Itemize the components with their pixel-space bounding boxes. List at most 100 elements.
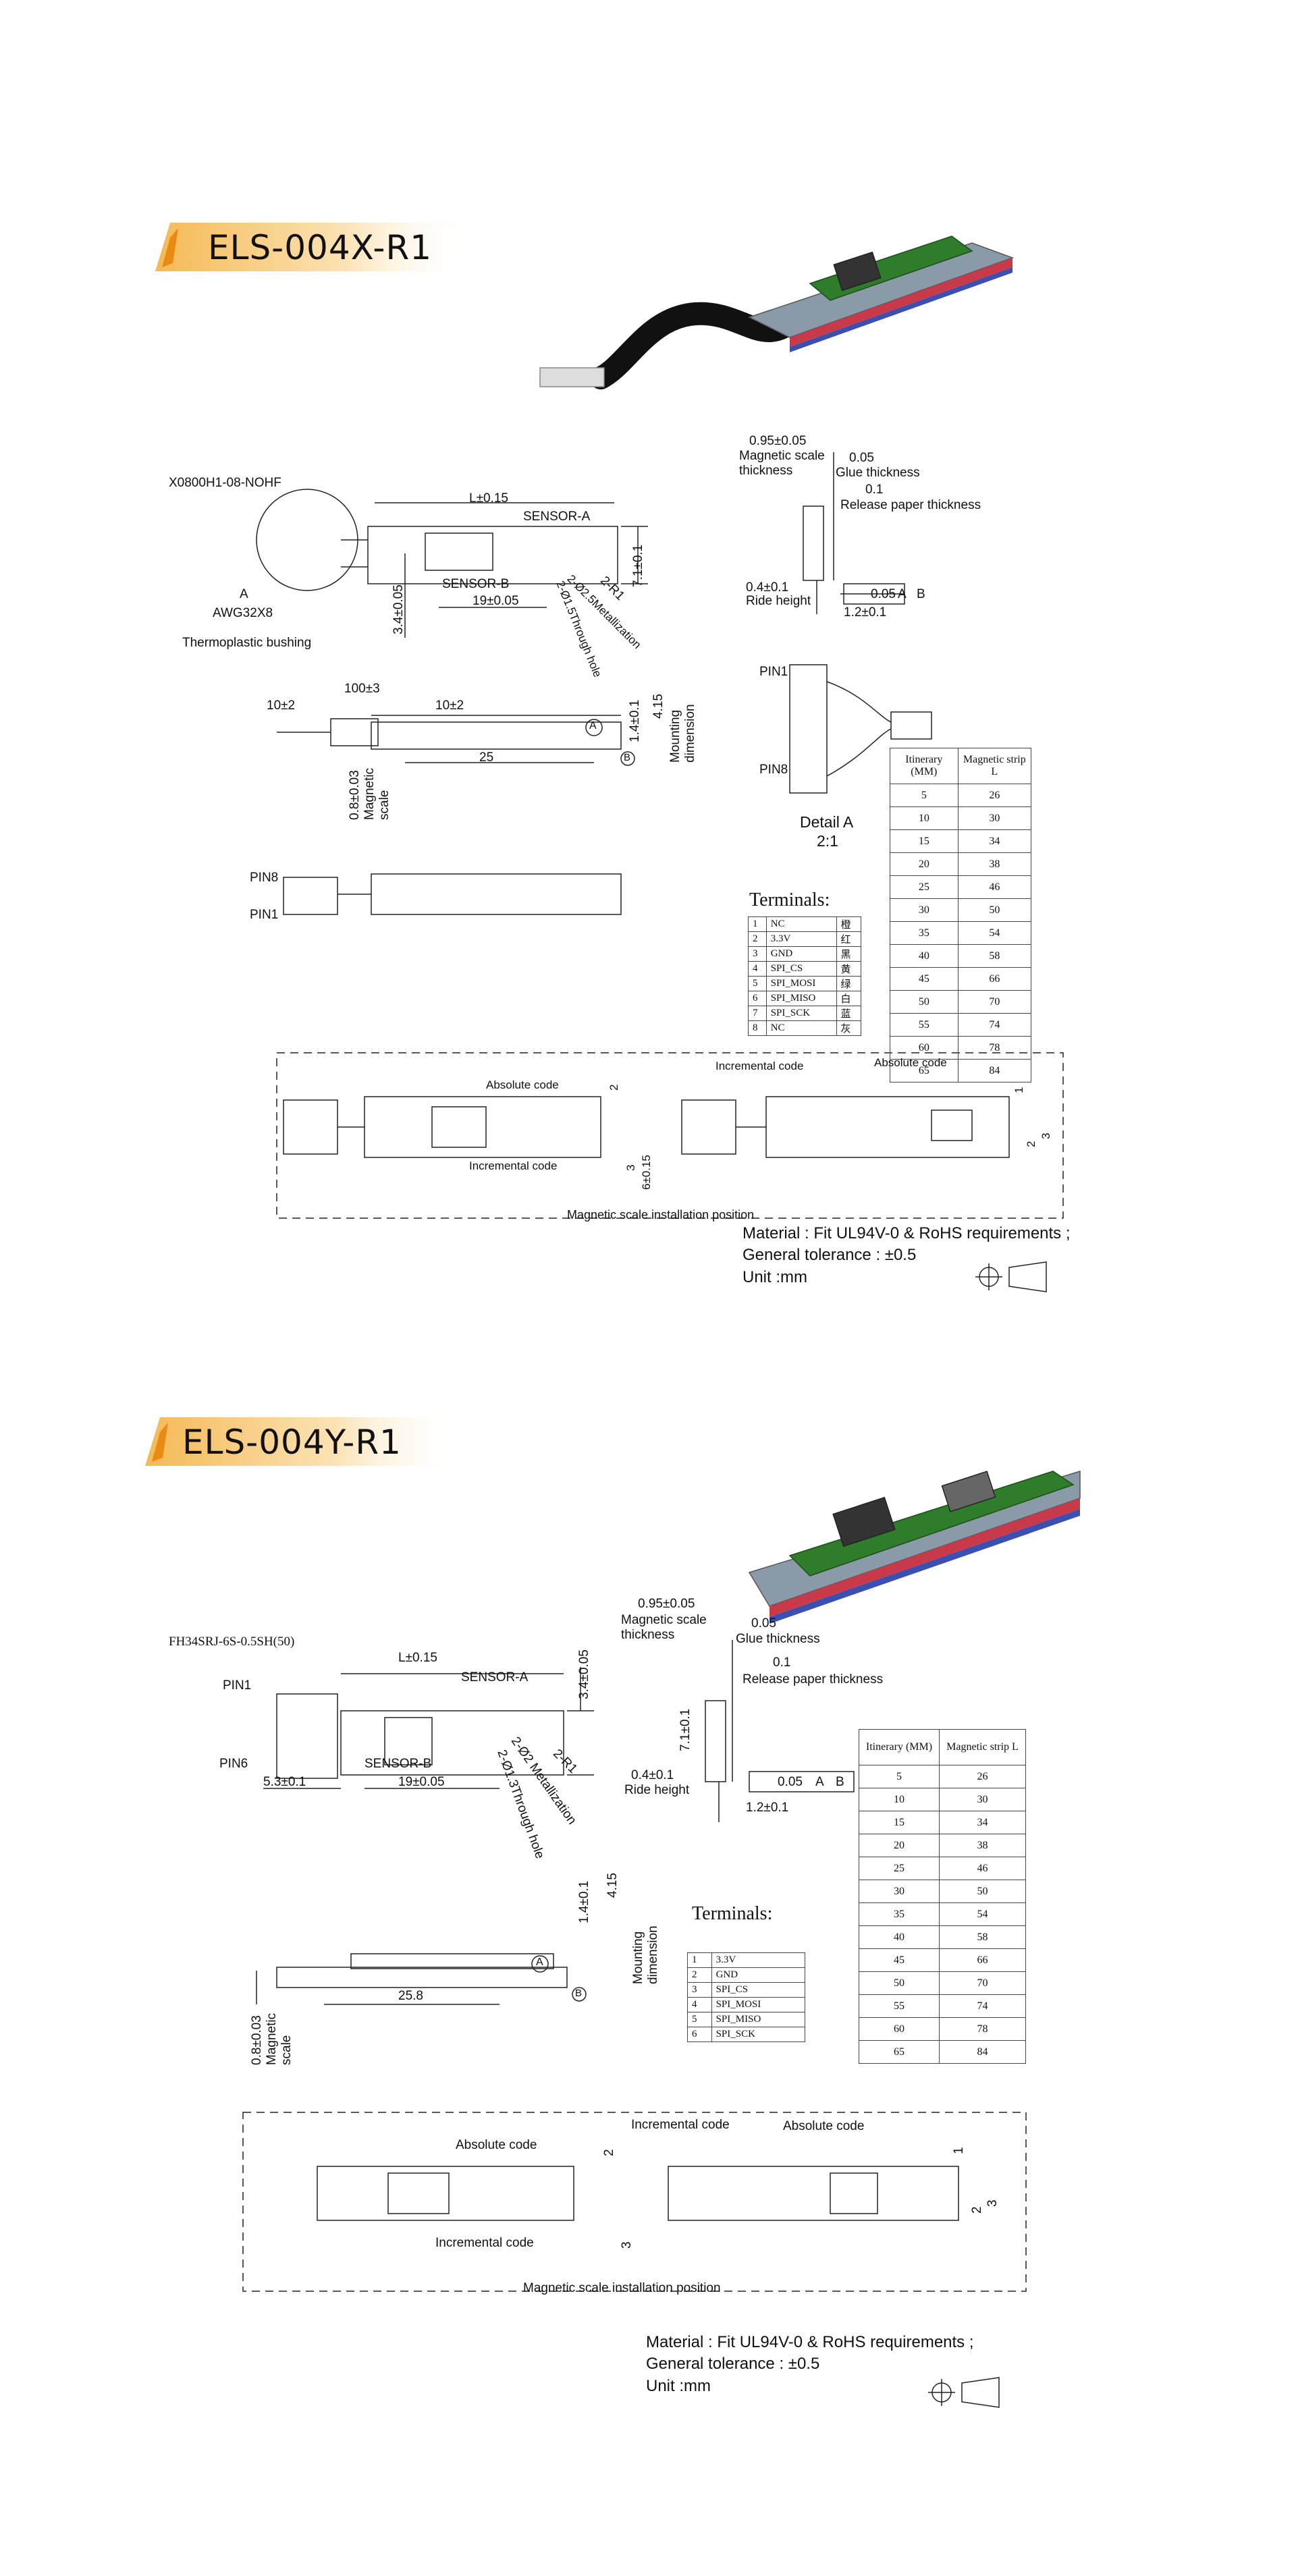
table-cell: 7 (748, 1006, 767, 1021)
terminals-title: Terminals: (692, 1903, 773, 1924)
install-dim-3b: 3 (1040, 1132, 1052, 1139)
table-cell: 58 (957, 944, 1032, 968)
dim-7-1: 7.1±0.1 (631, 544, 645, 587)
col-itinerary: Itinerary (MM) (890, 748, 959, 784)
thickness-12: 1.2±0.1 (844, 605, 887, 620)
table-cell: 65 (859, 2040, 940, 2064)
circle-marker-a: A (589, 720, 597, 732)
table-cell: 2 (748, 931, 767, 947)
table-cell: 26 (957, 784, 1032, 807)
table-cell: 15 (890, 829, 959, 853)
circle-marker-a: A (536, 1956, 543, 1968)
table-cell: 10 (890, 806, 959, 830)
table-cell: 34 (938, 1811, 1027, 1834)
install-absolute-code-2: Absolute code (874, 1056, 947, 1069)
table-cell: 8 (748, 1020, 767, 1036)
dim-sensor-b: SENSOR-B (364, 1757, 432, 1771)
unit-line: Unit :mm (742, 1267, 807, 1286)
detail-a-label: Detail A (800, 813, 854, 831)
table-cell: SPI_CS (765, 961, 837, 977)
table-cell: 66 (938, 1948, 1027, 1972)
dim-4-15: 4.15 (605, 1873, 620, 1898)
table-cell: 6 (748, 991, 767, 1006)
tolerance-line: General tolerance : ±0.5 (742, 1246, 917, 1265)
dim-sensor-a: SENSOR-A (461, 1670, 529, 1684)
dim-4-15: 4.15 (651, 694, 666, 719)
release-label: Release paper thickness (742, 1672, 884, 1687)
install-absolute-code-2: Absolute code (783, 2119, 865, 2133)
dim-25-8: 25.8 (398, 1989, 423, 2003)
table-cell: SPI_SCK (765, 1006, 837, 1021)
thickness-04: 0.4±0.1 (746, 580, 789, 595)
col-strip: Magnetic strip L (957, 748, 1032, 784)
product-render-x (539, 236, 1015, 389)
table-cell: 78 (938, 2017, 1027, 2041)
table-cell: 34 (957, 829, 1032, 853)
table-cell: 4 (687, 1997, 712, 2012)
table-cell: 50 (859, 1971, 940, 1995)
table-cell: SPI_MOSI (711, 1997, 806, 2012)
dim-sensor-b: SENSOR-B (442, 577, 510, 591)
table-cell: SPI_SCK (711, 2027, 806, 2042)
mounting-dimension-label: Mounting dimension (668, 704, 697, 763)
ride-height-label: Ride height (624, 1783, 690, 1797)
table-cell: SPI_MOSI (765, 976, 837, 991)
thickness-12: 1.2±0.1 (746, 1801, 789, 1815)
table-cell: 蓝 (836, 1006, 861, 1021)
table-cell: 白 (836, 991, 861, 1006)
drawing-y (242, 1470, 1081, 2408)
product-title: ELS-004Y-R1 (182, 1423, 402, 1462)
table-cell: 10 (859, 1788, 940, 1811)
install-dim-1: 1 (1013, 1087, 1025, 1093)
table-cell: 1 (687, 1952, 712, 1968)
install-incremental-code-2: Incremental code (631, 2118, 730, 2132)
thickness-095: 0.95±0.05 (638, 1597, 695, 1611)
dim-sensor-a: SENSOR-A (523, 510, 591, 524)
table-cell: 4 (748, 961, 767, 977)
dim-100: 100±3 (344, 682, 380, 696)
table-cell: 2 (687, 1967, 712, 1983)
circle-marker-b: B (575, 1988, 583, 1999)
release-label: Release paper thickness (840, 498, 981, 512)
install-dim-2b: 2 (1025, 1141, 1037, 1147)
install-caption-x: Magnetic scale installation position (567, 1208, 755, 1222)
table-cell: 30 (938, 1788, 1027, 1811)
install-incremental-code-2: Incremental code (716, 1060, 804, 1072)
thickness-095: 0.95±0.05 (749, 434, 807, 448)
install-incremental-code-1: Incremental code (469, 1159, 558, 1172)
table-cell: 15 (859, 1811, 940, 1834)
table-cell: NC (765, 916, 837, 932)
install-dim-3b: 3 (986, 2199, 1000, 2207)
install-dim-2a: 2 (608, 1084, 620, 1091)
table-cell: 30 (890, 898, 959, 922)
table-cell: 70 (957, 990, 1032, 1014)
table-cell: 58 (938, 1925, 1027, 1949)
table-cell: 50 (890, 990, 959, 1014)
pin1-label: PIN1 (223, 1678, 252, 1693)
circle-marker-b: B (624, 752, 631, 763)
material-notes-x: Material : Fit UL94V-0 & RoHS requiremen… (742, 1223, 1071, 1288)
detail-marker-a: A (240, 587, 248, 601)
installation-frame-x (276, 1052, 1064, 1219)
table-cell: 黑 (836, 946, 861, 962)
table-cell: 65 (890, 1059, 959, 1083)
ride-height-label: Ride height (746, 594, 811, 608)
pin1-label: PIN1 (250, 908, 279, 922)
